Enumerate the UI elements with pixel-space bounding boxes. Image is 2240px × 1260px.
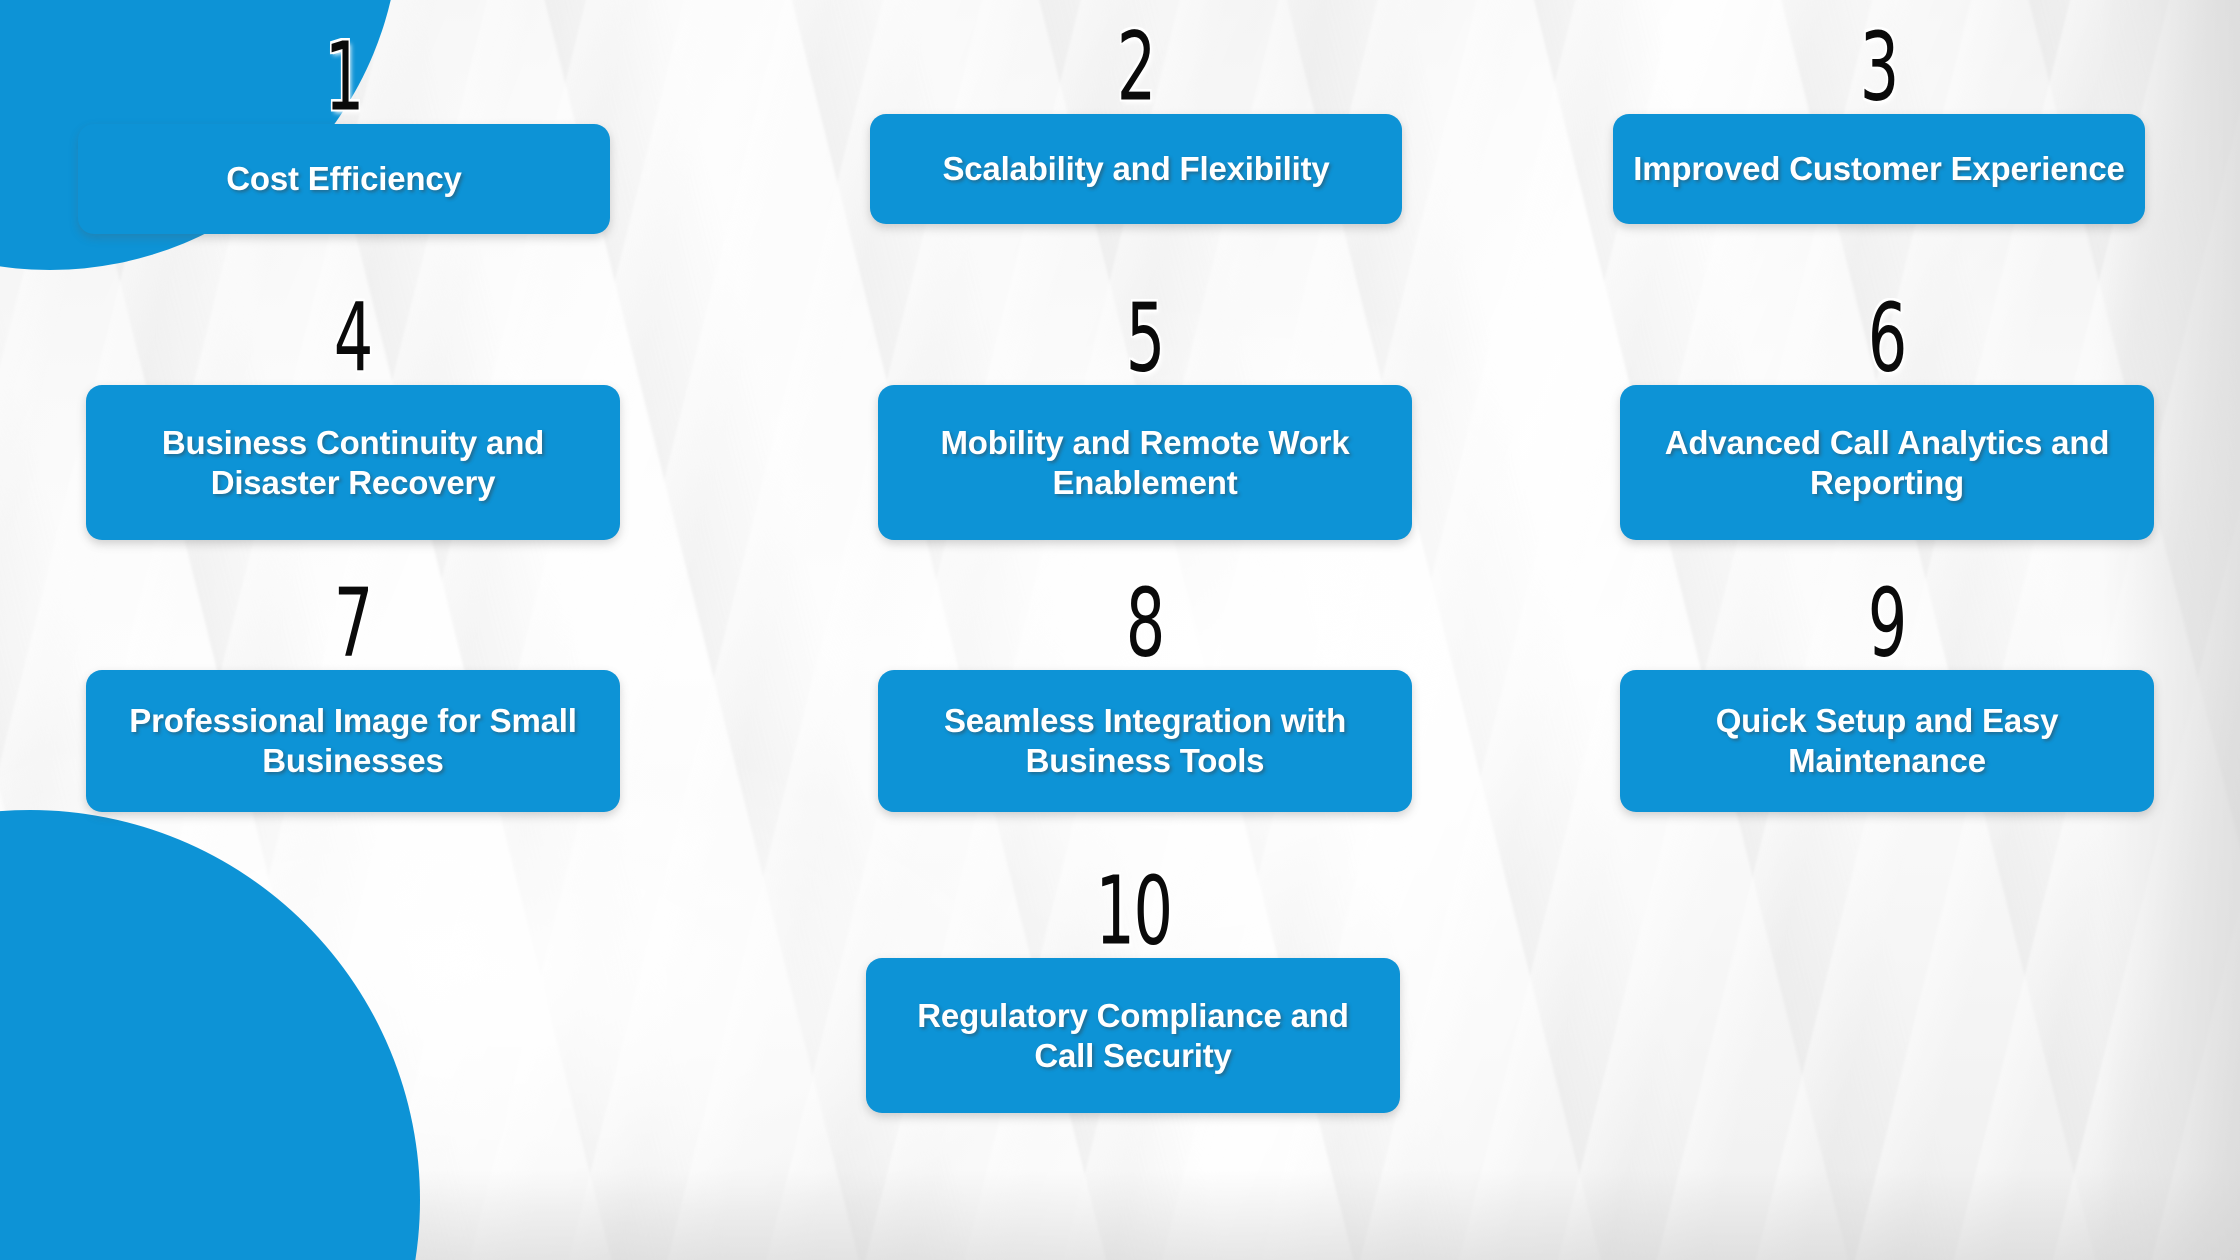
item-label-2: Scalability and Flexibility	[942, 150, 1330, 188]
item-label-1: Cost Efficiency	[226, 160, 462, 198]
grid-item-10: 10 Regulatory Compliance and Call Securi…	[866, 864, 1400, 1114]
grid-item-9: 9 Quick Setup and Easy Maintenance	[1620, 576, 2154, 813]
item-card-10[interactable]: Regulatory Compliance and Call Security	[866, 958, 1400, 1114]
item-label-5: Mobility and Remote Work Enablement	[940, 423, 1350, 501]
item-number-8: 8	[1125, 568, 1166, 678]
grid-item-3: 3 Improved Customer Experience	[1613, 20, 2145, 225]
item-label-7: Professional Image for Small Businesses	[129, 702, 577, 780]
item-card-3[interactable]: Improved Customer Experience	[1613, 114, 2145, 225]
grid-item-5: 5 Mobility and Remote Work Enablement	[878, 291, 1412, 541]
item-label-6: Advanced Call Analytics and Reporting	[1664, 423, 2110, 501]
grid-item-7: 7 Professional Image for Small Businesse…	[86, 576, 620, 813]
item-label-9: Quick Setup and Easy Maintenance	[1715, 702, 2059, 780]
item-card-1[interactable]: Cost Efficiency	[78, 124, 610, 235]
item-number-7: 7	[333, 568, 374, 678]
item-label-3: Improved Customer Experience	[1633, 150, 2125, 188]
item-number-5: 5	[1125, 283, 1166, 393]
item-number-9: 9	[1867, 568, 1908, 678]
item-number-2: 2	[1116, 12, 1157, 122]
item-card-8[interactable]: Seamless Integration with Business Tools	[878, 670, 1412, 813]
item-label-10: Regulatory Compliance and Call Security	[917, 996, 1349, 1074]
item-number-6: 6	[1867, 283, 1908, 393]
item-number-3: 3	[1859, 12, 1900, 122]
grid-item-2: 2 Scalability and Flexibility	[870, 20, 1402, 225]
grid-item-8: 8 Seamless Integration with Business Too…	[878, 576, 1412, 813]
item-card-5[interactable]: Mobility and Remote Work Enablement	[878, 385, 1412, 541]
grid-item-4: 4 Business Continuity and Disaster Recov…	[86, 291, 620, 541]
item-card-7[interactable]: Professional Image for Small Businesses	[86, 670, 620, 813]
item-label-4: Business Continuity and Disaster Recover…	[161, 423, 545, 501]
item-label-8: Seamless Integration with Business Tools	[943, 702, 1347, 780]
grid-item-6: 6 Advanced Call Analytics and Reporting	[1620, 291, 2154, 541]
item-number-10: 10	[1094, 856, 1173, 966]
item-card-2[interactable]: Scalability and Flexibility	[870, 114, 1402, 225]
grid-item-1: 1 Cost Efficiency	[78, 30, 610, 235]
item-number-1: 1	[324, 22, 365, 132]
item-card-9[interactable]: Quick Setup and Easy Maintenance	[1620, 670, 2154, 813]
item-card-6[interactable]: Advanced Call Analytics and Reporting	[1620, 385, 2154, 541]
item-number-4: 4	[333, 283, 374, 393]
item-card-4[interactable]: Business Continuity and Disaster Recover…	[86, 385, 620, 541]
